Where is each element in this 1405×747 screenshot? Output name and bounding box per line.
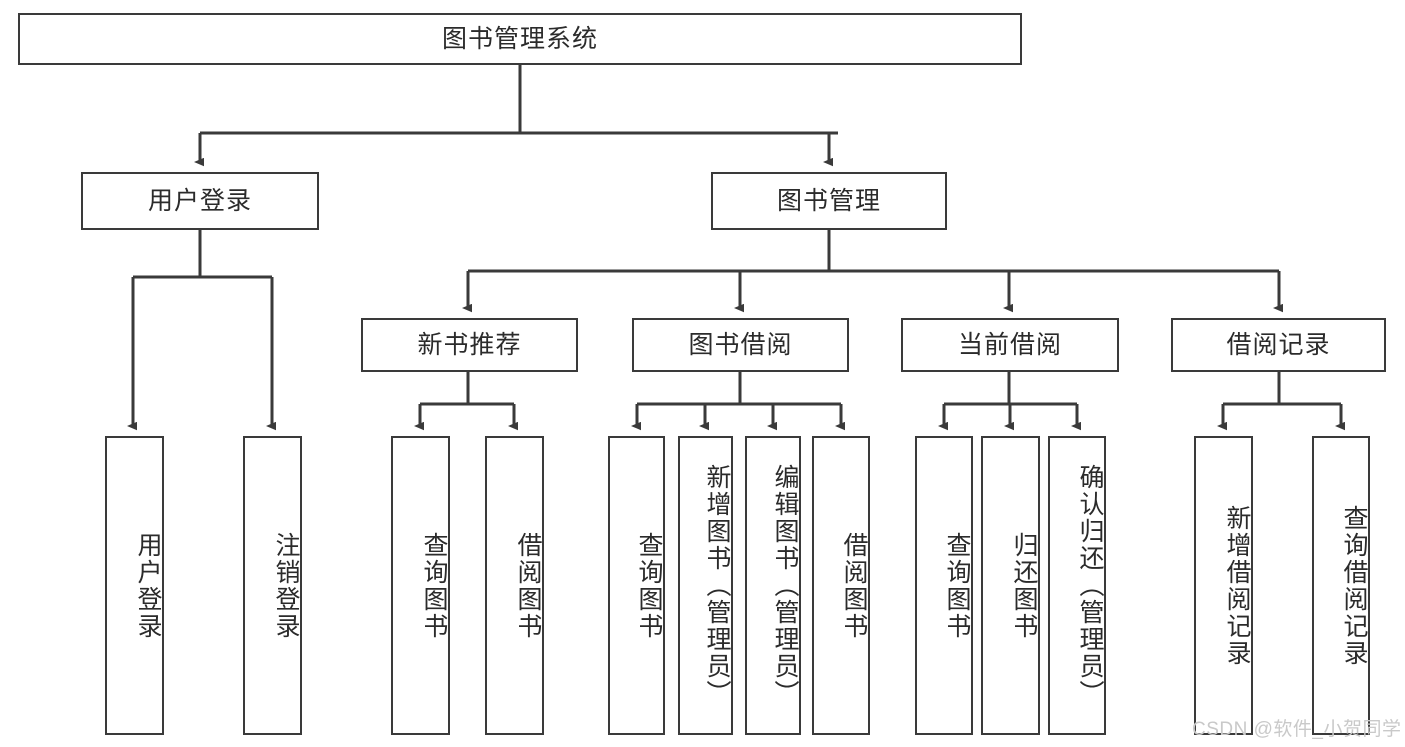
node-current-borrow[interactable]: 当前借阅 (901, 318, 1119, 372)
leaf-node[interactable]: 用户登录 (105, 436, 164, 735)
leaf-node-label: 编辑图书（管理员） (771, 464, 799, 707)
node-borrow-records[interactable]: 借阅记录 (1171, 318, 1386, 372)
leaf-node-label: 借阅图书 (514, 531, 542, 640)
leaf-node-label: 归还图书 (1010, 531, 1038, 640)
node-new-book-recommend-label: 新书推荐 (417, 331, 522, 359)
node-book-borrow-label: 图书借阅 (688, 331, 793, 359)
leaf-node[interactable]: 借阅图书 (812, 436, 870, 735)
node-root-label: 图书管理系统 (441, 25, 598, 53)
leaf-node[interactable]: 注销登录 (243, 436, 302, 735)
leaf-node-label: 确认归还（管理员） (1076, 464, 1104, 707)
node-new-book-recommend[interactable]: 新书推荐 (361, 318, 578, 372)
leaf-node-label: 查询图书 (420, 531, 448, 640)
leaf-node-label: 借阅图书 (840, 531, 868, 640)
leaf-node[interactable]: 查询图书 (391, 436, 450, 735)
leaf-node-label: 新增图书（管理员） (703, 464, 731, 707)
leaf-node[interactable]: 借阅图书 (485, 436, 544, 735)
csdn-watermark: CSDN @软件_小贺同学 (1192, 719, 1402, 740)
leaf-node-label: 新增借阅记录 (1223, 504, 1251, 667)
node-borrow-records-label: 借阅记录 (1226, 331, 1331, 359)
leaf-node[interactable]: 新增图书（管理员） (678, 436, 733, 735)
node-root[interactable]: 图书管理系统 (18, 13, 1022, 65)
leaf-node[interactable]: 查询图书 (915, 436, 973, 735)
leaf-node[interactable]: 归还图书 (981, 436, 1040, 735)
leaf-node-label: 查询图书 (943, 531, 971, 640)
leaf-node-label: 查询图书 (635, 531, 663, 640)
leaf-node[interactable]: 确认归还（管理员） (1048, 436, 1106, 735)
node-book-borrow[interactable]: 图书借阅 (632, 318, 849, 372)
leaf-node[interactable]: 编辑图书（管理员） (745, 436, 801, 735)
node-book-management[interactable]: 图书管理 (711, 172, 947, 230)
leaf-node-label: 注销登录 (272, 531, 300, 640)
leaf-node[interactable]: 新增借阅记录 (1194, 436, 1253, 735)
leaf-node-label: 查询借阅记录 (1340, 504, 1368, 667)
node-book-management-label: 图书管理 (776, 187, 881, 215)
leaf-node[interactable]: 查询借阅记录 (1312, 436, 1370, 735)
leaf-node[interactable]: 查询图书 (608, 436, 665, 735)
node-user-login[interactable]: 用户登录 (81, 172, 319, 230)
node-user-login-label: 用户登录 (147, 187, 252, 215)
node-current-borrow-label: 当前借阅 (957, 331, 1062, 359)
leaf-node-label: 用户登录 (134, 531, 162, 640)
